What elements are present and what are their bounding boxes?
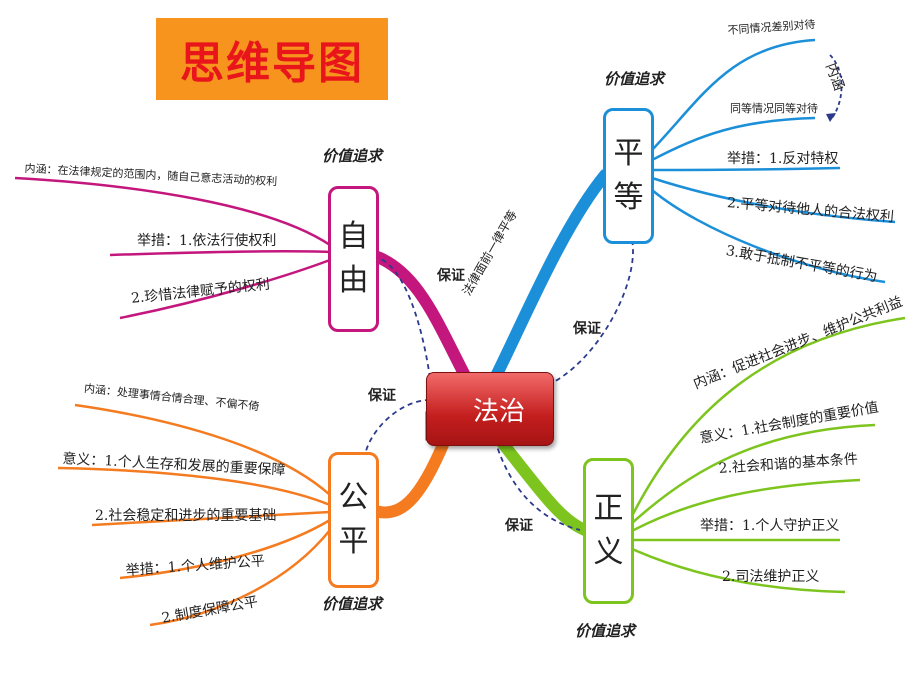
node-zhengyi: 正 义 bbox=[583, 458, 634, 604]
value-label-pingdeng: 价值追求 bbox=[604, 70, 665, 88]
dashed-ziyou bbox=[377, 257, 431, 379]
dashed-gongping bbox=[364, 399, 431, 456]
page-title: 思维导图 bbox=[180, 38, 364, 89]
branch-zhengyi-yiyi2 bbox=[629, 478, 861, 534]
node-pingdeng-char1: 平 bbox=[613, 136, 644, 171]
pingdeng-n2: 同等情况同等对待 bbox=[730, 102, 818, 115]
branch-pingdeng-n1 bbox=[651, 38, 816, 151]
gongping-yiyi2: 2.社会稳定和进步的重要基础 bbox=[95, 508, 277, 524]
branch-ziyou-jucuo bbox=[109, 249, 331, 257]
branch-pingdeng-item2 bbox=[651, 176, 896, 224]
branch-pingdeng-item3 bbox=[651, 189, 886, 284]
branch-gongping-item2 bbox=[149, 529, 331, 627]
zhengyi-item2: 2.司法维护正义 bbox=[722, 569, 820, 585]
title-banner: 思维导图 bbox=[156, 18, 388, 100]
node-ziyou-char2: 由 bbox=[338, 263, 369, 298]
pingdeng-jucuo: 举措：1.反对特权 bbox=[727, 151, 839, 167]
branch-zhengyi-neihan bbox=[628, 316, 906, 521]
zhengyi-jucuo: 举措：1.个人守护正义 bbox=[700, 518, 840, 534]
center-label: 法治 bbox=[472, 396, 525, 427]
value-label-ziyou: 价值追求 bbox=[322, 147, 383, 165]
branch-gongping-jucuo bbox=[119, 518, 331, 580]
branch-gongping-main bbox=[366, 434, 451, 519]
node-zhengyi-char2: 义 bbox=[593, 535, 624, 570]
value-label-gongping: 价值追求 bbox=[322, 595, 383, 613]
node-gongping-char2: 平 bbox=[338, 524, 369, 559]
branch-gongping-neihan bbox=[74, 403, 331, 496]
node-zhengyi-char1: 正 bbox=[593, 491, 624, 526]
branch-ziyou-neihan bbox=[14, 176, 331, 247]
guarantee-label-pingdeng: 保证 bbox=[573, 321, 601, 337]
node-pingdeng-char2: 等 bbox=[613, 180, 644, 215]
value-label-zhengyi: 价值追求 bbox=[575, 622, 636, 640]
node-pingdeng: 平 等 bbox=[603, 108, 654, 244]
branch-zhengyi-main bbox=[494, 434, 591, 536]
ziyou-jucuo: 举措：1.依法行使权利 bbox=[137, 233, 277, 249]
center-node: 法治 bbox=[426, 372, 554, 446]
guarantee-label-zhengyi: 保证 bbox=[505, 518, 533, 534]
node-ziyou-char1: 自 bbox=[338, 219, 369, 254]
branch-pingdeng-n2 bbox=[651, 116, 816, 162]
branch-pingdeng-main bbox=[484, 169, 611, 394]
arrow-head bbox=[826, 113, 836, 122]
branch-pingdeng-jucuo bbox=[651, 166, 841, 172]
branch-zhengyi-item2 bbox=[629, 546, 846, 594]
branch-ziyou-item2 bbox=[119, 258, 331, 320]
branch-gongping-yiyi bbox=[57, 466, 331, 507]
guarantee-label-gongping: 保证 bbox=[368, 388, 396, 404]
node-ziyou: 自 由 bbox=[328, 186, 379, 332]
guarantee-label-ziyou: 保证 bbox=[437, 268, 465, 284]
node-gongping-char1: 公 bbox=[338, 480, 369, 515]
node-gongping: 公 平 bbox=[328, 452, 379, 588]
branch-zhengyi-yiyi bbox=[629, 423, 876, 526]
branch-gongping-yiyi2 bbox=[91, 510, 331, 527]
dashed-pingdeng bbox=[547, 239, 634, 386]
branch-ziyou-main bbox=[366, 249, 476, 391]
